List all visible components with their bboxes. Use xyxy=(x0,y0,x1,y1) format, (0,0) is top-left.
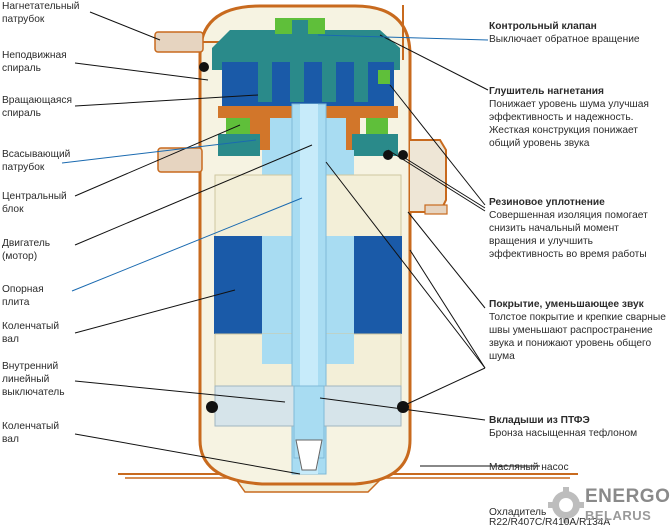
label-line: линейный xyxy=(2,374,50,385)
discharge-pipe xyxy=(154,31,204,53)
orbiting-scroll xyxy=(222,62,394,106)
label-line: вал xyxy=(2,334,19,345)
label-bearing-plate: Опорная плита xyxy=(2,283,120,309)
label-sound-coating: Покрытие, уменьшающее звук Толстое покры… xyxy=(489,298,669,363)
label-orbiting-scroll: Вращающаяся спираль xyxy=(2,94,120,120)
seal-left-top xyxy=(199,62,209,72)
logo-line1: ENERGO xyxy=(585,486,670,507)
leader-lines-right xyxy=(319,34,489,421)
label-desc: Выключает обратное вращение xyxy=(489,34,640,45)
label-line: спираль xyxy=(2,63,41,74)
fixed-scroll xyxy=(212,30,400,70)
label-line: Центральный xyxy=(2,191,67,202)
label-title: Покрытие, уменьшающее звук xyxy=(489,299,644,310)
seal-right-bottom xyxy=(397,401,409,413)
energo-belarus-logo: ENERGO BELARUS xyxy=(543,486,670,526)
label-desc: Понижает уровень шума улучшая эффективно… xyxy=(489,99,649,149)
label-desc: Бронза насыщенная тефлоном xyxy=(489,428,638,439)
label-line: блок xyxy=(2,204,24,215)
label-line: Вращающаяся xyxy=(2,95,72,106)
label-line: выключатель xyxy=(2,387,65,398)
label-line: плита xyxy=(2,297,30,308)
logo-line2: BELARUS xyxy=(585,508,652,523)
label-refrigerant: Охладитель xyxy=(489,507,547,518)
seal-left-bottom xyxy=(206,401,218,413)
logo-gear-icon xyxy=(548,487,584,523)
leader-lines-left-blue xyxy=(61,139,303,292)
label-title: Резиновое уплотнение xyxy=(489,197,605,208)
label-center-block: Центральный блок xyxy=(2,190,120,216)
label-check-valve: Контрольный клапан Выключает обратное вр… xyxy=(489,20,669,46)
leader-lines-left xyxy=(74,11,313,475)
label-line: спираль xyxy=(2,108,41,119)
label-line: (мотор) xyxy=(2,251,38,262)
label-line: патрубок xyxy=(2,14,45,25)
label-line: Всасывающий xyxy=(2,149,71,160)
label-suction: Всасывающий патрубок xyxy=(2,148,120,174)
label-line: патрубок xyxy=(2,162,45,173)
label-crankshaft-1: Коленчатый вал xyxy=(2,320,120,346)
label-line: Внутренний xyxy=(2,361,59,372)
label-desc: Совершенная изоляция помогает снизить на… xyxy=(489,210,648,260)
label-line: вал xyxy=(2,434,19,445)
label-line: Неподвижная xyxy=(2,50,67,61)
oil-pump xyxy=(295,439,323,471)
label-desc: Толстое покрытие и крепкие сварные швы у… xyxy=(489,312,666,362)
label-crankshaft-2: Коленчатый вал xyxy=(2,420,120,446)
label-refrigerant-value: R22/R407C/R410A/R134A xyxy=(489,517,611,528)
suction-pipe xyxy=(157,147,203,173)
label-line: Коленчатый xyxy=(2,321,60,332)
label-motor: Двигатель (мотор) xyxy=(2,237,120,263)
label-rubber-seal: Резиновое уплотнение Совершенная изоляци… xyxy=(489,196,659,261)
label-overload: Внутренний линейный выключатель xyxy=(2,360,120,399)
label-line: Коленчатый xyxy=(2,421,60,432)
label-line: Двигатель xyxy=(2,238,51,249)
label-line: Нагнетательный xyxy=(2,1,80,12)
label-oil-pump: Масляный насос xyxy=(489,462,569,473)
label-title: Контрольный клапан xyxy=(489,21,597,32)
label-title: Вкладыши из ПТФЭ xyxy=(489,415,590,426)
label-line: Опорная xyxy=(2,284,44,295)
label-fixed-scroll: Неподвижная спираль xyxy=(2,49,120,75)
label-discharge: Нагнетательный патрубок xyxy=(2,0,120,26)
terminal-conduit xyxy=(410,139,447,213)
label-title: Глушитель нагнетания xyxy=(489,86,605,97)
label-muffler: Глушитель нагнетания Понижает уровень шу… xyxy=(489,85,661,150)
label-ptfe: Вкладыши из ПТФЭ Бронза насыщенная тефло… xyxy=(489,414,669,440)
